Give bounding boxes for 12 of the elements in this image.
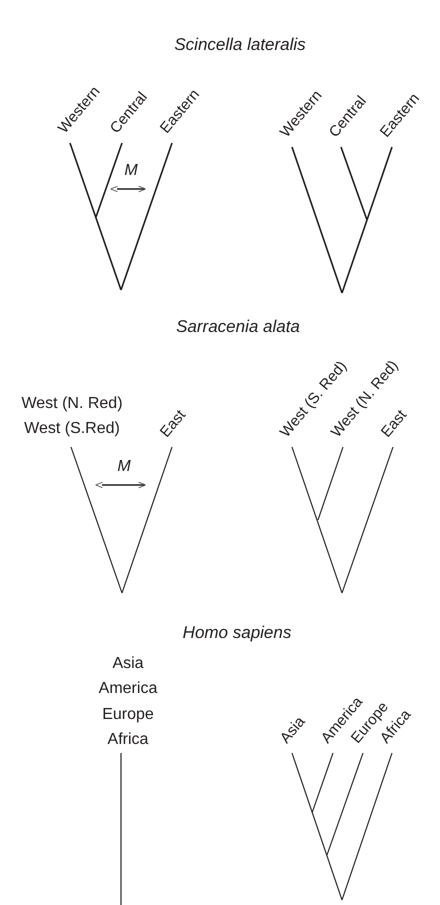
population-label: West (S.Red) [24,421,120,437]
population-label: America [98,681,158,697]
population-label: Asia [112,656,144,672]
population-label: Europe [102,707,154,723]
migration-label: M [124,163,138,179]
species-heading: Homo sapiens [182,624,292,641]
species-heading: Sarracenia alata [176,318,300,335]
population-label: West (N. Red) [21,396,123,412]
population-label: Africa [108,732,148,748]
population-label: Asia [278,714,308,746]
species-heading: Scincella lateralis [174,36,306,53]
migration-label: M [117,459,131,475]
